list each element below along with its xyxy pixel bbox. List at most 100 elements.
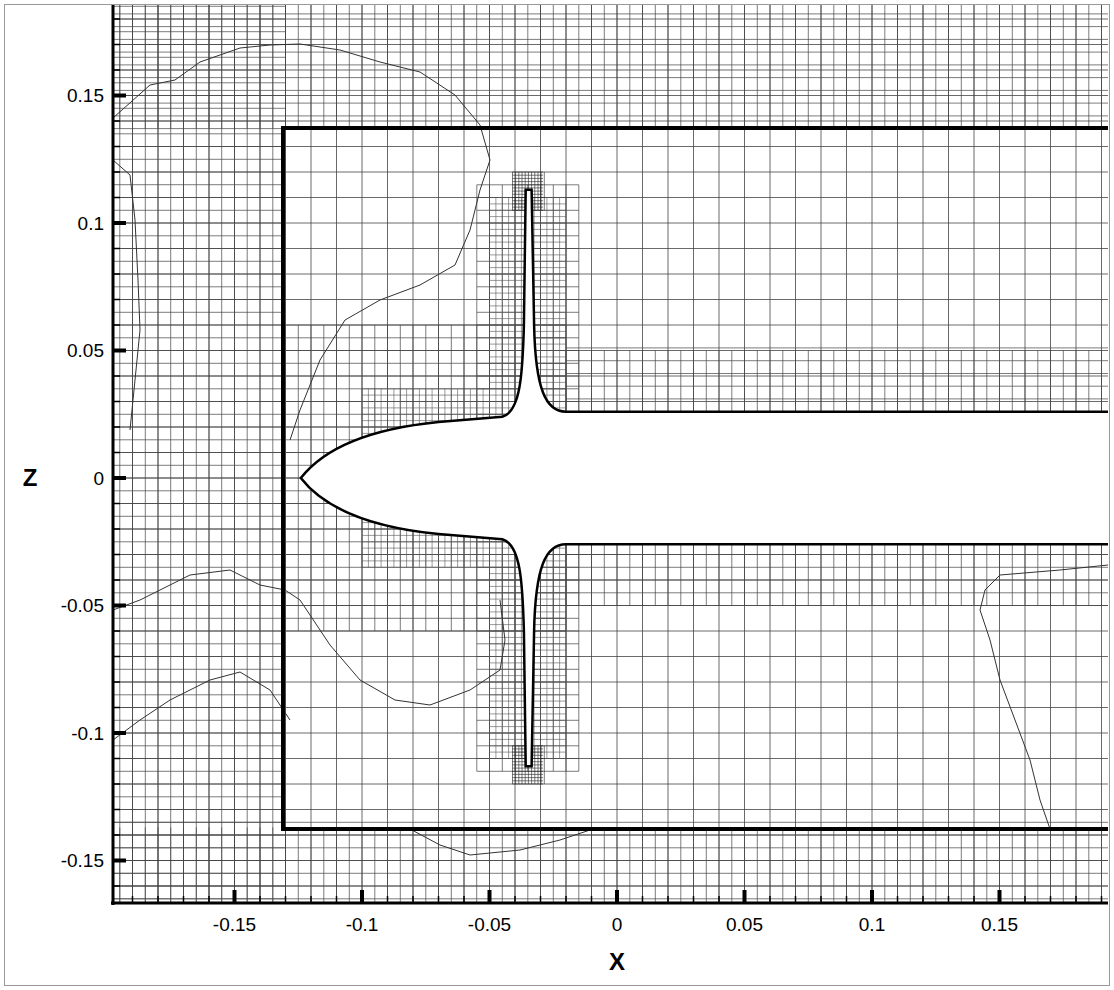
tick — [113, 707, 120, 709]
tick — [113, 146, 120, 148]
tick — [897, 896, 899, 903]
tick — [973, 896, 975, 903]
tick — [113, 69, 120, 71]
mesh-lines — [113, 5, 1108, 903]
axis-title: X — [609, 950, 625, 974]
tick — [922, 896, 924, 903]
tick — [113, 299, 120, 301]
mesh-polyline — [113, 160, 140, 430]
tick — [113, 44, 120, 46]
mesh-grid — [113, 5, 1108, 903]
tick — [113, 221, 126, 225]
tick-label: 0 — [93, 469, 104, 488]
tick — [113, 426, 120, 428]
body-with-fins — [301, 190, 1108, 766]
tick — [615, 890, 619, 903]
tick — [113, 120, 120, 122]
tick — [208, 896, 210, 903]
tick — [113, 503, 120, 505]
tick — [113, 783, 120, 785]
tick — [233, 890, 237, 903]
tick — [113, 604, 126, 608]
tick — [113, 324, 120, 326]
inner-block-boundary — [283, 128, 1108, 829]
tick — [998, 890, 1002, 903]
tick — [157, 896, 159, 903]
tick — [259, 896, 261, 903]
tick — [113, 885, 120, 887]
tick — [718, 896, 720, 903]
tick — [113, 452, 120, 454]
tick — [113, 731, 126, 735]
tick — [113, 834, 120, 836]
tick-label: 0.15 — [67, 86, 104, 105]
tick-label: 0.15 — [981, 915, 1018, 934]
tick — [846, 896, 848, 903]
domain-boundary — [283, 128, 1108, 829]
tick — [113, 94, 126, 98]
tick — [642, 896, 644, 903]
tick — [113, 171, 120, 173]
tick — [336, 896, 338, 903]
tick — [412, 896, 414, 903]
tick — [514, 896, 516, 903]
tick — [113, 554, 120, 556]
tick-label: -0.15 — [213, 915, 256, 934]
tick — [113, 579, 120, 581]
tick — [948, 896, 950, 903]
tick — [870, 890, 874, 903]
tick — [113, 809, 120, 811]
tick — [113, 859, 126, 863]
tick-marks — [113, 19, 1102, 903]
tick — [795, 896, 797, 903]
tick — [113, 656, 120, 658]
tick — [769, 896, 771, 903]
tick — [820, 896, 822, 903]
tick — [1075, 896, 1077, 903]
tick — [1101, 896, 1103, 903]
axis-title: Z — [23, 466, 38, 490]
tick — [488, 890, 492, 903]
tick — [113, 630, 120, 632]
mesh-polyline — [113, 570, 505, 705]
tick — [667, 896, 669, 903]
tick — [387, 896, 389, 903]
tick-label: -0.15 — [61, 851, 104, 870]
tick-label: -0.1 — [346, 915, 379, 934]
mesh-polyline — [113, 672, 290, 740]
tick — [113, 18, 120, 20]
tick — [1050, 896, 1052, 903]
tick — [1024, 896, 1026, 903]
mesh-polyline — [410, 829, 590, 855]
tick-label: 0.05 — [726, 915, 763, 934]
tick-label: 0.1 — [859, 915, 885, 934]
tick — [591, 896, 593, 903]
tick — [285, 896, 287, 903]
tick — [113, 375, 120, 377]
tick — [113, 681, 120, 683]
tick — [183, 896, 185, 903]
tick — [113, 758, 120, 760]
tick — [113, 273, 120, 275]
axes — [111, 5, 1108, 905]
tick — [743, 890, 747, 903]
tick-label: 0.05 — [67, 341, 104, 360]
tick — [113, 476, 126, 480]
tick — [113, 528, 120, 530]
z-axis-line — [112, 5, 115, 905]
tick — [360, 890, 364, 903]
mesh-polyline — [980, 565, 1108, 829]
tick — [113, 349, 126, 353]
tick — [565, 896, 567, 903]
tick-label: 0.1 — [78, 214, 104, 233]
tick — [310, 896, 312, 903]
tick-label: -0.05 — [61, 596, 104, 615]
tick — [438, 896, 440, 903]
tick — [693, 896, 695, 903]
mesh-polyline — [113, 44, 490, 440]
tick — [113, 248, 120, 250]
tick-label: 0 — [612, 915, 623, 934]
mesh-grid — [113, 5, 1108, 903]
tick-label: -0.05 — [468, 915, 511, 934]
